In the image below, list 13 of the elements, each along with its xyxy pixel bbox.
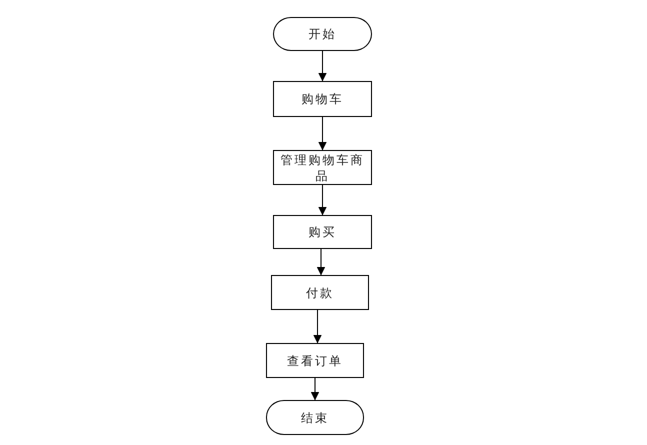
- process-box: 付款: [271, 275, 369, 310]
- arrow: [310, 378, 320, 400]
- arrow: [318, 50, 327, 82]
- arrow: [318, 184, 327, 216]
- process-box: 查看订单: [266, 343, 364, 378]
- arrow: [313, 310, 322, 344]
- arrow: [316, 248, 326, 276]
- process-box: 管理购物车商品: [273, 150, 372, 185]
- process-box: 购物车: [273, 81, 372, 117]
- terminal-shape: 开始: [273, 17, 372, 51]
- terminal-shape: 结束: [266, 400, 364, 435]
- process-box: 购买: [273, 215, 372, 249]
- arrow: [318, 116, 327, 150]
